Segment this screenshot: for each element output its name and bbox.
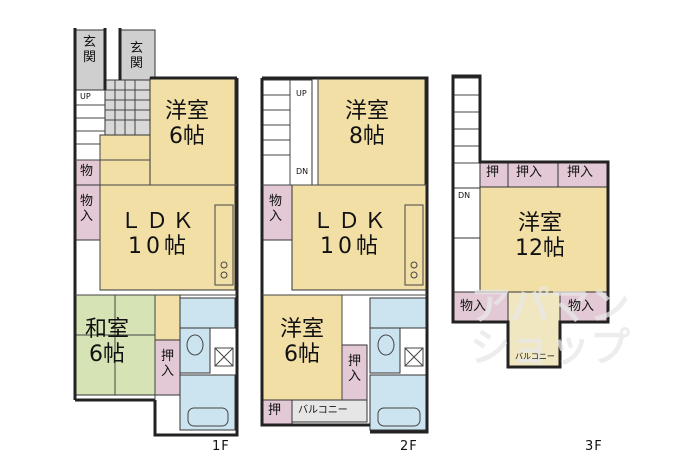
closet-side-area-2f: [341, 344, 368, 401]
hall-tile-area: [104, 79, 151, 136]
entrance-b-label: 玄 関: [130, 41, 144, 71]
ldk-label-2f: ＬＤＫ 10帖: [312, 209, 391, 259]
closet-label-1f: 押 入: [161, 349, 175, 379]
balcony-label-3f: バルコニー: [515, 352, 555, 361]
washroom-2f: [369, 297, 428, 329]
storage-ldk-label-1f: 物 入: [80, 194, 94, 224]
western-room-6-label-2f: 洋室 6帖: [280, 317, 325, 367]
dn-label-2f: DN: [296, 167, 309, 176]
up-label-1f: UP: [80, 92, 91, 101]
ldk-label-1f: ＬＤＫ 10帖: [120, 209, 199, 259]
closet-side-label-2f: 押 入: [348, 354, 362, 384]
balcony-label-2f: バルコニー: [298, 405, 348, 416]
kitchen-counter-1f: [214, 204, 234, 286]
storage-ldk-area-1f: [74, 184, 101, 241]
western-room-6-label-1f: 洋室 6帖: [165, 99, 210, 149]
western-room-12-label-3f: 洋室 12帖: [515, 211, 565, 261]
floor-1-shapes: [73, 28, 239, 437]
walls-2f: [260, 76, 429, 434]
bath-1f: [179, 374, 236, 431]
watermark-logo: アパマン ショップ: [470, 283, 630, 371]
bath-2f: [369, 374, 428, 431]
floor-2-shapes: [260, 76, 429, 434]
storage-area-2f: [261, 184, 293, 241]
western-room-6-area-1f: [149, 77, 236, 186]
western-room-8-label-2f: 洋室 8帖: [345, 99, 390, 149]
walls-3f: [451, 74, 610, 369]
up-label-2f: UP: [296, 89, 307, 98]
western-room-12-area-3f: [479, 186, 609, 293]
closet-a-label-3f: 押: [486, 165, 500, 180]
stairs-2f: [261, 79, 313, 186]
closet-small-label-2f: 押: [268, 403, 282, 418]
dn-label-3f: DN: [458, 191, 471, 200]
walls-1f: [73, 28, 239, 437]
ldk-area-1f: [99, 184, 236, 291]
closet-small-area-2f: [261, 399, 293, 426]
kitchen-counter-2f: [404, 204, 424, 286]
storage-right-area-3f: [559, 291, 609, 323]
floor-label-2f: 2F: [400, 439, 418, 454]
washroom-1f: [179, 297, 236, 329]
floor-label-1f: 1F: [212, 439, 230, 454]
storage-right-label-3f: 物入: [568, 299, 595, 314]
western-room-6-area-2f: [261, 294, 343, 401]
storage-left-label-3f: 物入: [460, 299, 487, 314]
closet-c-label-3f: 押入: [567, 165, 594, 180]
closet-b-label-3f: 押入: [516, 165, 543, 180]
tile-grid: [105, 80, 150, 135]
balcony-area-2f: [291, 399, 368, 423]
entrance-a-label: 玄 関: [83, 35, 97, 65]
storage-small-label-1f: 物: [80, 164, 94, 179]
japanese-room-label-1f: 和室 6帖: [85, 317, 130, 367]
floor-3-shapes: [451, 74, 610, 369]
floor-label-3f: 3F: [585, 439, 603, 454]
storage-label-2f: 物 入: [269, 194, 283, 224]
